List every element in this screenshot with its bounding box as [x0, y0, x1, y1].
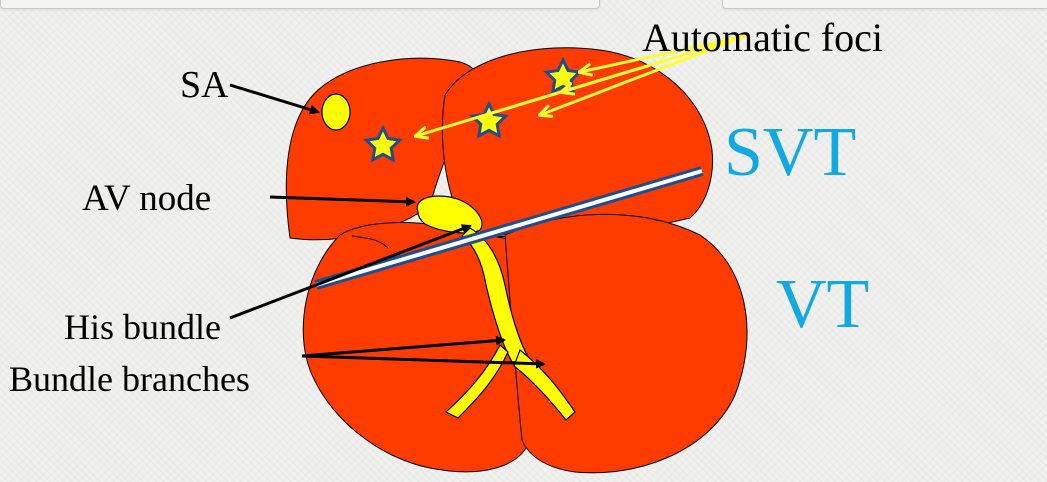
- sa-node: [322, 94, 350, 130]
- bundle-branches-label: Bundle branches: [9, 361, 250, 397]
- sa-label: SA: [180, 66, 229, 104]
- automatic-foci-label: Automatic foci: [642, 18, 883, 58]
- svt-label: SVT: [724, 118, 856, 188]
- left-ventricle: [505, 214, 747, 472]
- av-node-label: AV node: [82, 180, 211, 217]
- his-bundle-label: His bundle: [64, 309, 221, 345]
- vt-label: VT: [776, 270, 869, 340]
